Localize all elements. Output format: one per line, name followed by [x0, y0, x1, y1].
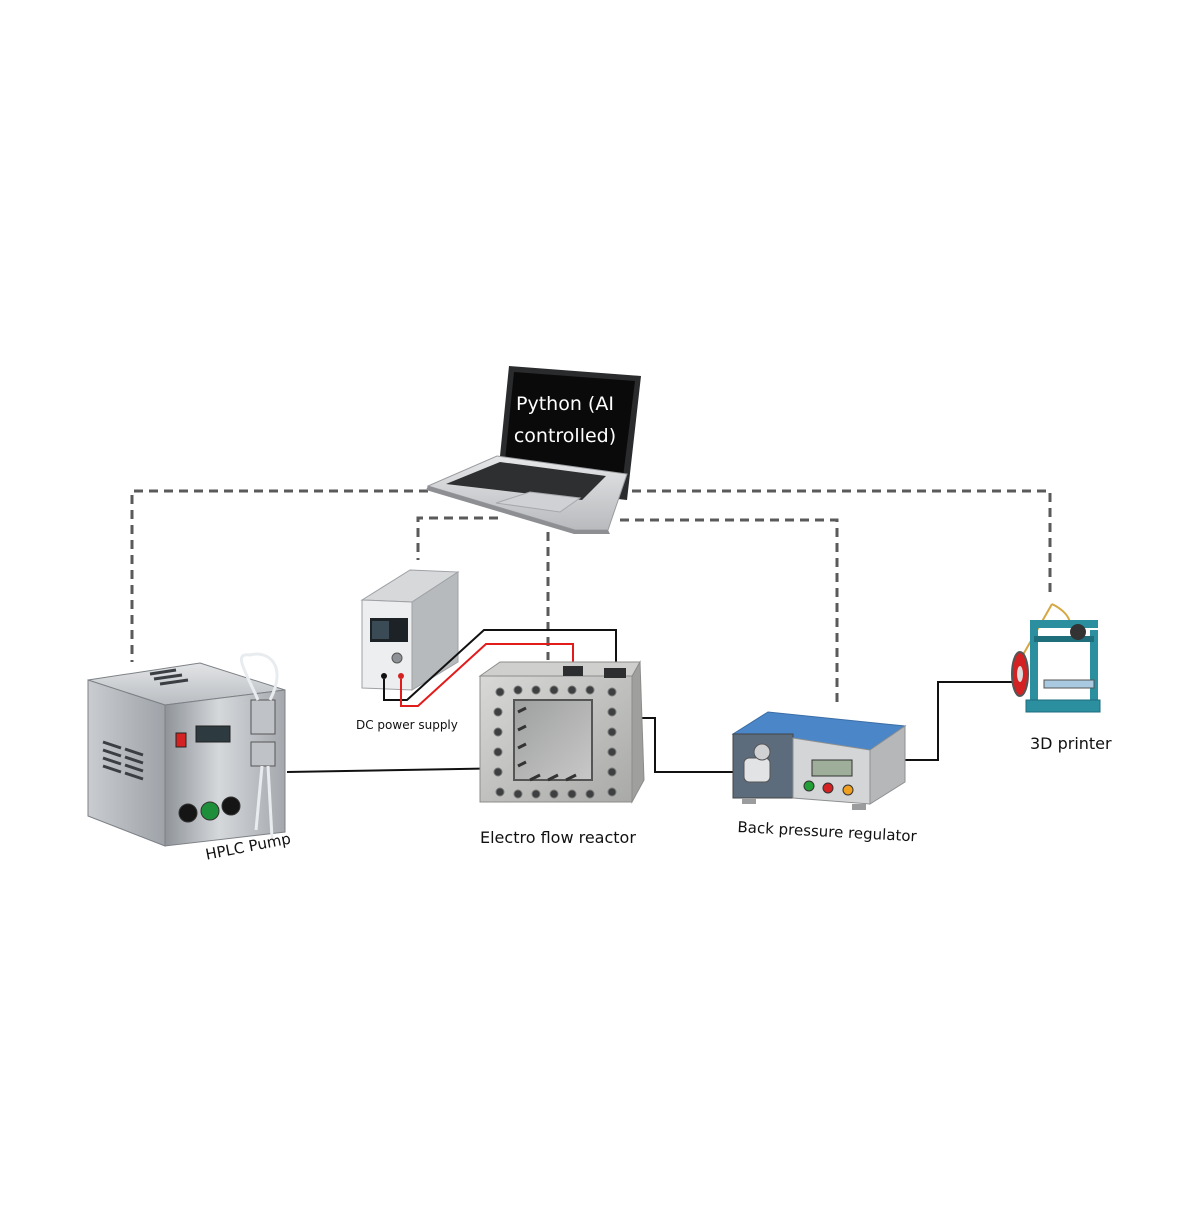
control-line-bpr: [620, 518, 839, 705]
reactor-window: [513, 699, 593, 781]
hplc-vent-slots: [102, 668, 189, 781]
printer-gantry: [1034, 636, 1094, 642]
reactor-terminal-left: [563, 666, 583, 676]
bpr-foot-left: [742, 798, 756, 804]
bpr-valve-knob: [753, 743, 771, 761]
dc-front: [361, 599, 413, 691]
hplc-display: [195, 725, 231, 743]
dc-display-left: [372, 621, 389, 639]
reactor-bolts: [493, 685, 617, 799]
hplc-knob-green: [200, 801, 220, 821]
bpr-light-orange: [842, 784, 854, 796]
control-lines: [130, 489, 1052, 705]
reactor-electrodes: [517, 706, 577, 782]
dc-terminal-red: [398, 673, 404, 679]
dc-terminal-black: [381, 673, 387, 679]
control-line-dc-power: [416, 516, 498, 560]
printer-top-bar: [1030, 620, 1098, 628]
electro-flow-reactor: [478, 660, 645, 804]
bpr-valve-body: [743, 757, 771, 783]
dc-power-supply: [360, 569, 460, 691]
hplc-pump-head-top: [250, 699, 276, 735]
control-line-hplc-pump: [130, 489, 428, 662]
bpr-foot-right: [852, 804, 866, 810]
positive-wire: [400, 643, 574, 707]
label-dc-power-supply: DC power supply: [356, 718, 458, 732]
flow-line-bpr-to-printer: [905, 681, 1020, 761]
bpr-light-red: [822, 782, 834, 794]
label-electro-flow-reactor: Electro flow reactor: [480, 828, 636, 847]
bpr-light-green: [803, 780, 815, 792]
laptop-screen-line-1: Python (AI: [516, 393, 614, 415]
printer-right-upright: [1090, 630, 1098, 704]
hplc-pump: [87, 652, 286, 847]
laptop: [426, 366, 641, 534]
hplc-knob-right: [221, 796, 241, 816]
laptop-trackpad: [495, 491, 582, 513]
hplc-tubing: [239, 652, 279, 839]
hplc-red-switch: [175, 732, 187, 748]
bpr-display: [811, 759, 853, 777]
printer-motor: [1070, 624, 1086, 640]
laptop-screen-line-2: controlled): [513, 425, 617, 447]
printer-spool-hub: [1017, 666, 1023, 682]
3d-printer: [1011, 603, 1101, 713]
laptop-screen-text: Python (AI controlled): [500, 388, 630, 452]
laptop-keyboard: [446, 462, 606, 500]
printer-left-upright: [1030, 620, 1038, 700]
printer-bed: [1043, 679, 1095, 689]
control-line-printer: [632, 489, 1052, 598]
negative-wire: [383, 629, 617, 701]
hplc-left-side: [87, 679, 166, 847]
hplc-pump-head-bottom: [250, 741, 276, 767]
hplc-knob-left: [178, 803, 198, 823]
printer-base: [1025, 699, 1101, 713]
dc-knob: [391, 652, 403, 664]
back-pressure-regulator: [731, 711, 907, 810]
label-3d-printer: 3D printer: [1030, 734, 1112, 753]
power-wires: [383, 629, 617, 707]
reactor-terminal-right: [604, 668, 626, 678]
